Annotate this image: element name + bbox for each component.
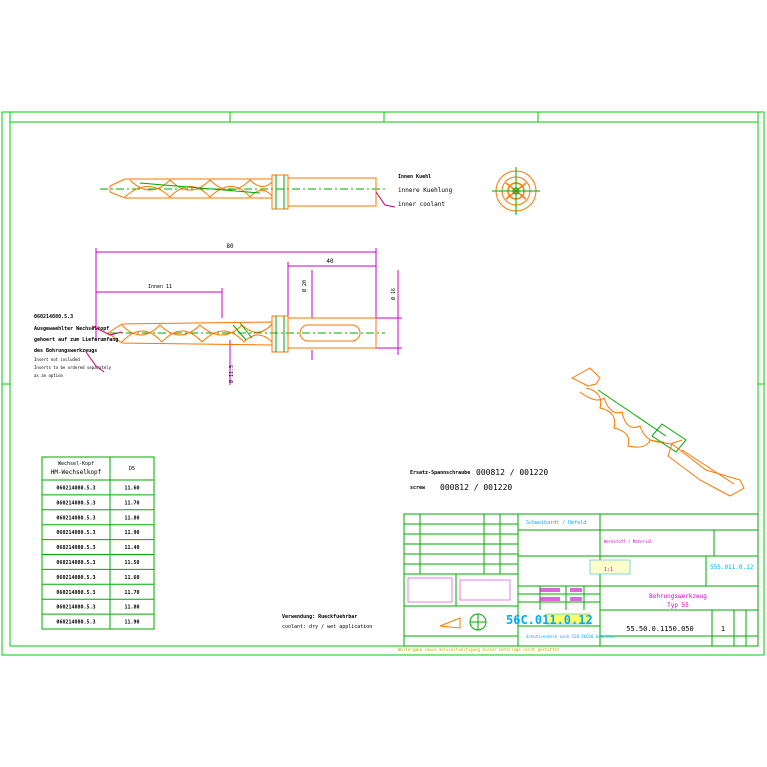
table-row-part: 060214080.5.3 — [56, 590, 95, 596]
insert-table — [41, 456, 155, 630]
insert-note-line-1: Ausgewaehlter Wechselkopf — [34, 326, 109, 332]
annotation-inner-cooling-de: innere Kuehlung — [398, 187, 453, 194]
title-block-material: Werkstoff / Material — [604, 539, 653, 544]
table-rows: 060214080.5.3 11.60 060214080.5.3 11.70 0602… — [42, 485, 154, 626]
table-row-diameter: 11.40 — [124, 545, 139, 551]
table-row-diameter: 11.60 — [124, 485, 139, 491]
dimension-flute-length: Innen 11 — [148, 284, 172, 290]
spare-parts-value-1: 000812 / 001220 — [476, 468, 548, 477]
title-block-title-1: Bohrungswerkzeug — [649, 593, 707, 600]
insert-note-line-4: Insert not included — [34, 357, 80, 362]
title-block-sheet-number: 1 — [721, 625, 725, 633]
title-block — [403, 513, 759, 647]
title-block-sheet-code: 55.50.0.1150.050 — [626, 625, 693, 633]
title-block-title-2: Typ 55 — [667, 602, 689, 609]
table-row-part: 060214080.5.3 — [56, 605, 95, 611]
table-row-part: 060214080.5.3 — [56, 515, 95, 521]
table-row-diameter: 11.50 — [124, 560, 139, 566]
insert-note-line-5: Inserts to be ordered separately — [34, 365, 112, 370]
drill-isometric-view — [570, 367, 745, 497]
dimension-shank-length: 40 — [326, 258, 334, 265]
table-row-part: 060214080.5.3 — [56, 500, 95, 506]
table-header-line-2: HM-Wechselkopf — [51, 469, 102, 476]
table-row-diameter: 11.90 — [124, 620, 139, 626]
usage-note-line-1: Verwendung: Rueckfuehrbar — [282, 614, 357, 620]
table-row-part: 060214080.5.3 — [56, 485, 95, 491]
title-block-scale: 1:1 — [604, 567, 613, 573]
drill-side-view-dimensioned — [95, 248, 402, 385]
drill-side-view-top — [100, 174, 396, 210]
dimension-tip-diameter: Ø 11.5 — [228, 365, 235, 383]
annotation-inner-cooling: Innen Kuehl — [398, 174, 431, 180]
table-row-part: 060214080.5.3 — [56, 575, 95, 581]
table-row-part: 060214080.5.3 — [56, 560, 95, 566]
title-block-logo-text: 56C.011.0.12 — [506, 613, 593, 627]
drawing-frame — [1, 111, 765, 656]
insert-note-line-6: as an option — [34, 373, 63, 378]
insert-part-number: 060214080.5.3 — [34, 314, 73, 320]
table-row-diameter: 11.80 — [124, 515, 139, 521]
title-block-company: Schweikardt / Umfeld — [526, 520, 586, 526]
table-header-diameter: D5 — [129, 466, 135, 472]
table-row-part: 060214080.5.3 — [56, 530, 95, 536]
title-block-protection-note: Schutzvermerk nach ISO 16016 beachten — [526, 634, 616, 639]
table-row-diameter: 11.70 — [124, 590, 139, 596]
insert-note-line-2: gehoert auf zum Lieferumfang — [34, 337, 118, 343]
title-block-drawing-number: 555.011.0.12 — [710, 564, 754, 571]
table-row-part: 060214080.5.3 — [56, 620, 95, 626]
usage-note-line-2: coolant: dry / wet application — [282, 624, 372, 630]
dimension-shank-diameter: Ø 16 — [390, 288, 397, 300]
spare-parts-label-2: screw — [410, 485, 426, 491]
table-row-diameter: 11.60 — [124, 575, 139, 581]
dimension-body-diameter: Ø 20 — [301, 280, 308, 292]
spare-parts-value-2: 000812 / 001220 — [440, 483, 512, 492]
footer-copyright-note: Weitergabe sowie Vervielfaeltigung diese… — [398, 647, 560, 652]
spare-parts-label-1: Ersatz-Spannschraube — [410, 470, 470, 476]
insert-note-line-3: des Bohrungswerkzeugs — [34, 348, 97, 354]
table-row-diameter: 11.70 — [124, 500, 139, 506]
dimension-overall-length: 80 — [226, 243, 234, 250]
table-header-line-1: Wechsel-Kopf — [58, 461, 94, 467]
drill-end-view — [492, 167, 540, 215]
insert-notes: 060214080.5.3 Ausgewaehlter Wechselkopf … — [34, 314, 123, 378]
table-row-part: 060214080.5.3 — [56, 545, 95, 551]
table-row-diameter: 11.80 — [124, 605, 139, 611]
table-row-diameter: 11.90 — [124, 530, 139, 536]
annotation-inner-coolant: inner coolant — [398, 201, 445, 208]
